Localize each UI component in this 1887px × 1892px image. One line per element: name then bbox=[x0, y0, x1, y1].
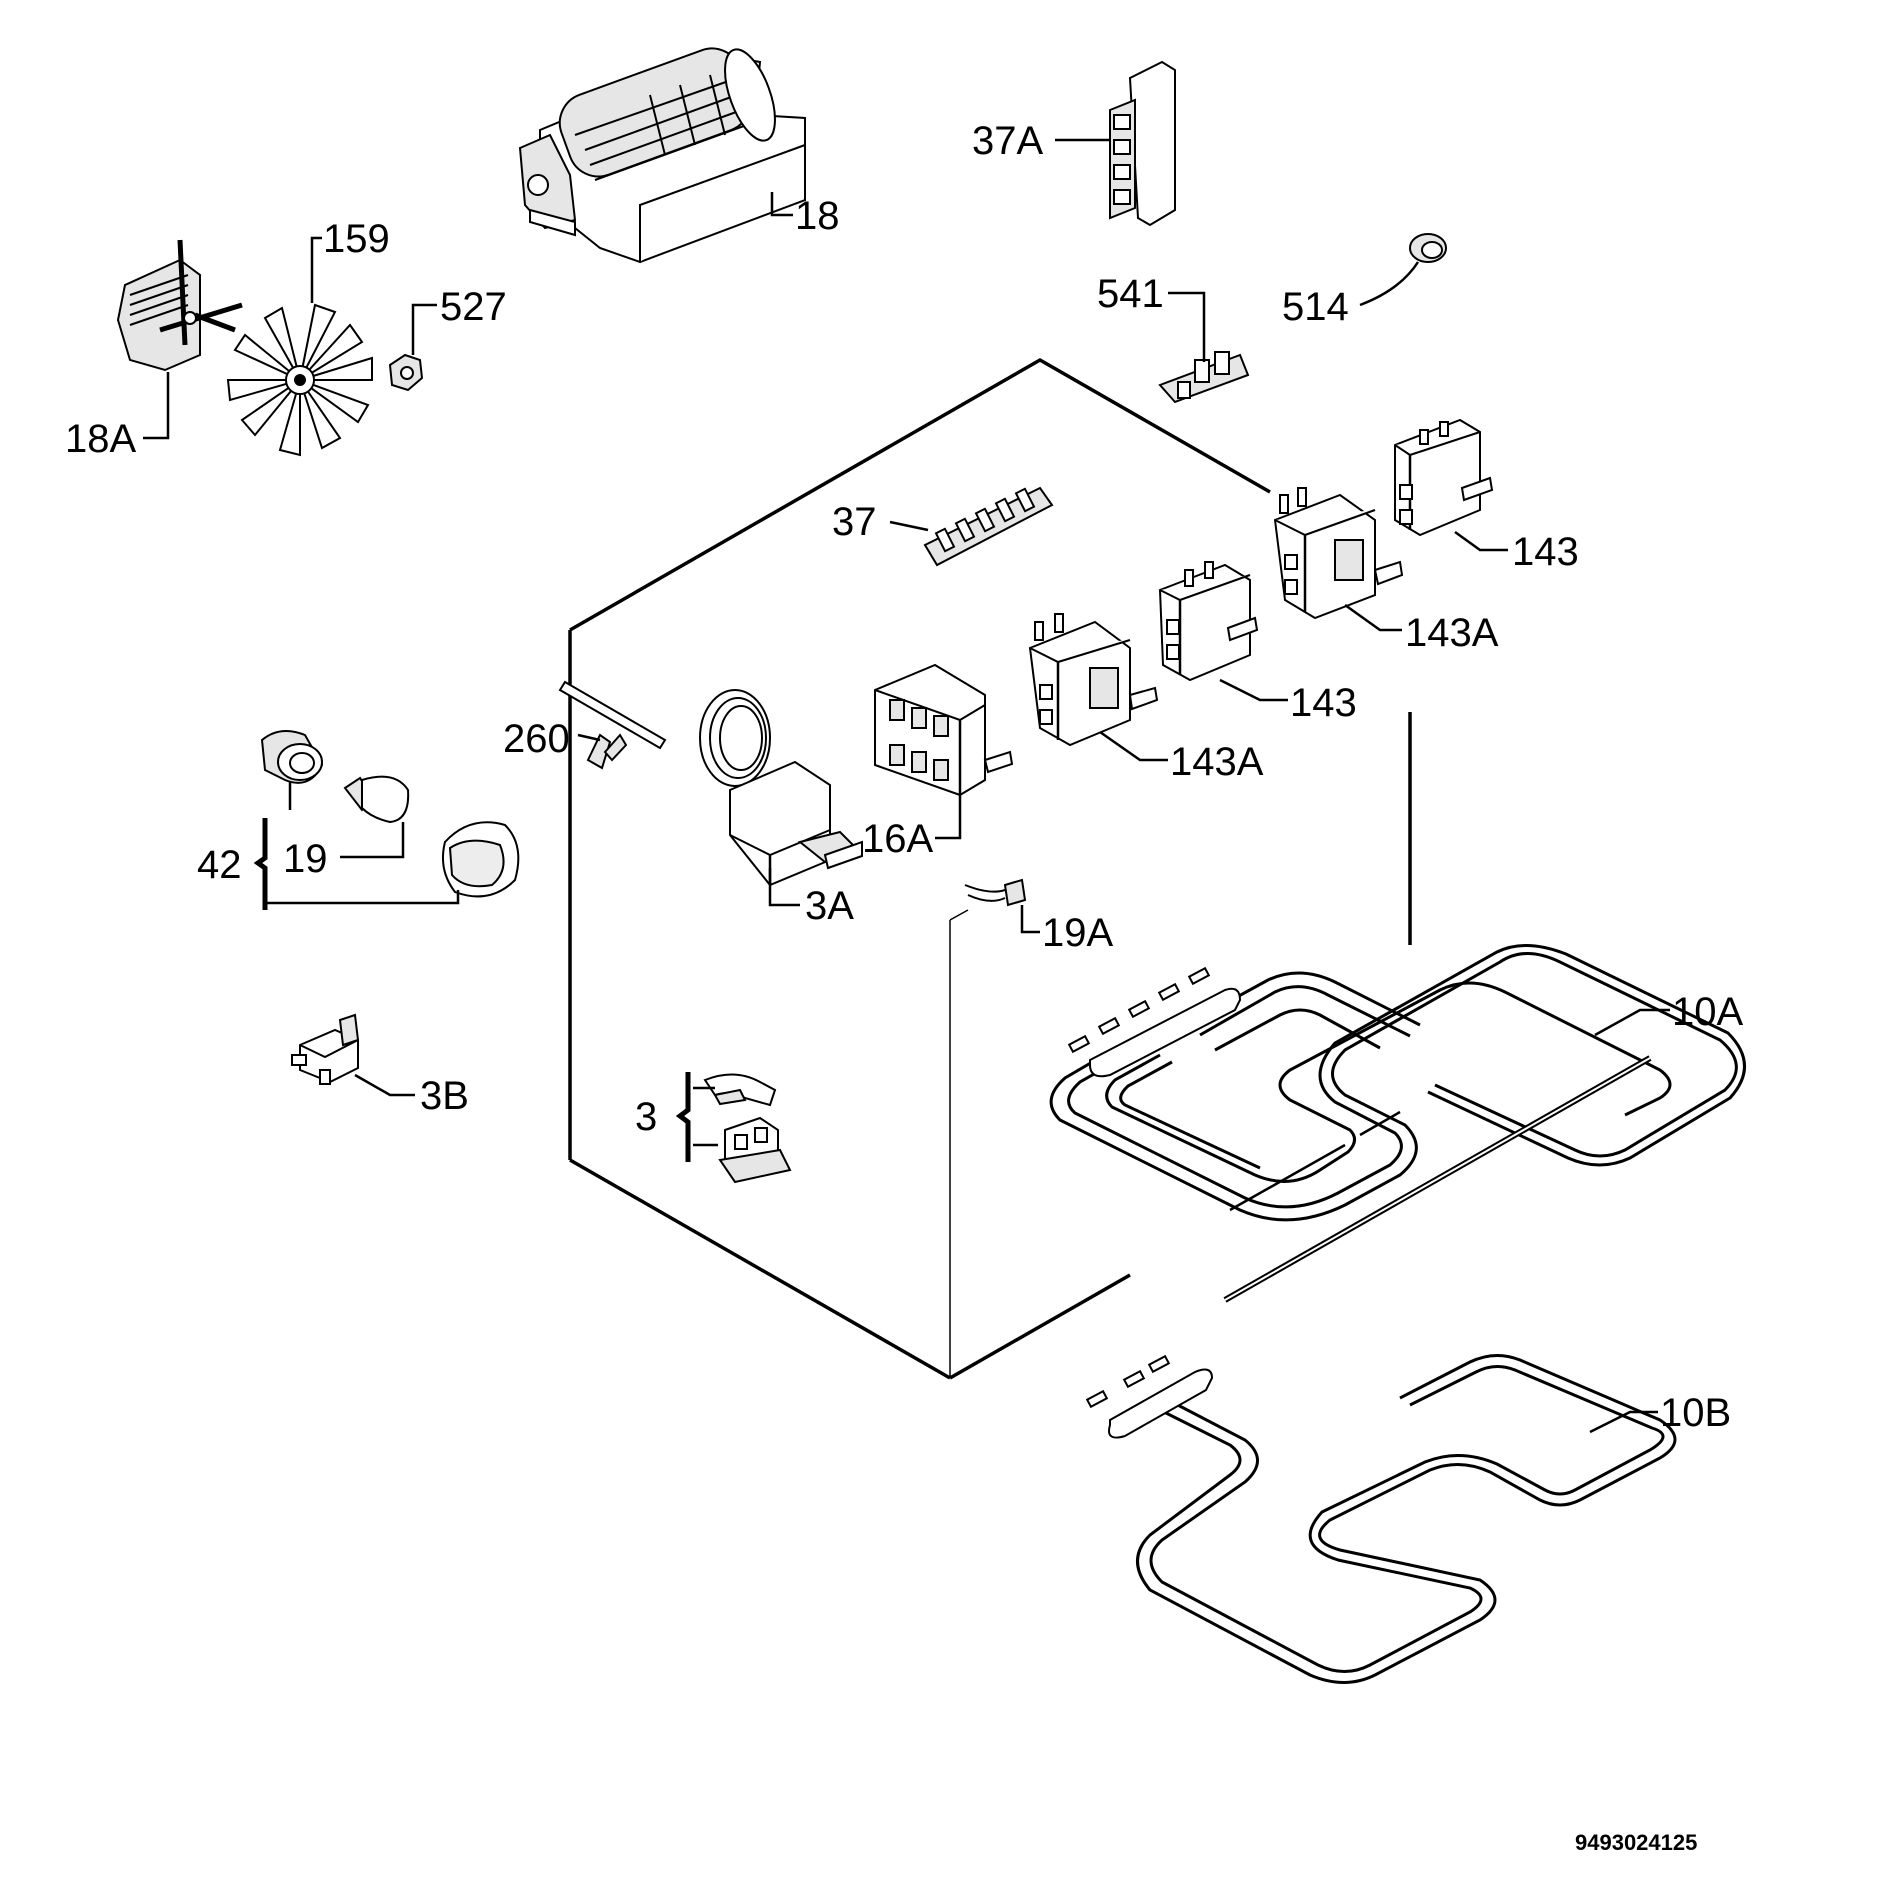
document-code: 9493024125 bbox=[1575, 1830, 1697, 1855]
fan-blade-part bbox=[226, 303, 373, 457]
leader-514 bbox=[1359, 261, 1420, 307]
nut-part bbox=[388, 353, 424, 392]
leader-143-lower bbox=[1219, 678, 1288, 702]
leader-37 bbox=[889, 520, 929, 532]
label-19: 19 bbox=[283, 837, 328, 881]
label-3: 3 bbox=[635, 1095, 657, 1139]
label-527: 527 bbox=[440, 285, 507, 329]
selector-switch-part bbox=[874, 663, 1014, 797]
leader-10b bbox=[1589, 1410, 1658, 1434]
leader-16a bbox=[935, 795, 962, 840]
energy-regulator-lower-part bbox=[1158, 561, 1259, 682]
terminal-block-part bbox=[923, 486, 1054, 567]
leader-143a-lower bbox=[1099, 730, 1168, 762]
label-18a: 18A bbox=[65, 417, 136, 461]
leader-260 bbox=[577, 733, 601, 742]
thermostat-clip-part bbox=[703, 1073, 777, 1107]
label-514: 514 bbox=[1282, 285, 1349, 329]
lamp-cover-part bbox=[442, 821, 520, 898]
energy-regulator-upper-part bbox=[1394, 418, 1494, 537]
label-3a: 3A bbox=[805, 884, 854, 928]
leader-143-upper bbox=[1454, 530, 1508, 552]
safety-thermostat-part bbox=[291, 1013, 360, 1085]
label-16a: 16A bbox=[862, 817, 933, 861]
leader-19a bbox=[1020, 905, 1040, 934]
label-260: 260 bbox=[503, 717, 570, 761]
label-37a: 37A bbox=[972, 119, 1043, 163]
connector-part bbox=[1158, 351, 1250, 404]
bracket-42 bbox=[253, 818, 268, 910]
lamp-socket-part bbox=[260, 730, 324, 784]
sensor-connector-part bbox=[964, 878, 1027, 907]
label-3b: 3B bbox=[420, 1074, 469, 1118]
leader-19 bbox=[340, 822, 405, 859]
label-541: 541 bbox=[1097, 272, 1164, 316]
label-143-lower: 143 bbox=[1290, 681, 1357, 725]
energy-switch-upper-part bbox=[1273, 487, 1404, 620]
leader-18a bbox=[143, 372, 170, 440]
leader-3b bbox=[354, 1073, 415, 1097]
sensor-clip-part bbox=[586, 733, 628, 770]
bracket-3 bbox=[675, 1072, 691, 1162]
lamp-bulb-part bbox=[343, 775, 410, 824]
leader-541 bbox=[1168, 291, 1206, 362]
leader-10a bbox=[1594, 1008, 1670, 1037]
label-143a-upper: 143A bbox=[1405, 611, 1499, 655]
thermostat-body-part bbox=[718, 1116, 792, 1184]
label-10a: 10A bbox=[1672, 990, 1743, 1034]
bottom-heating-element-part bbox=[1085, 1354, 1677, 1684]
grill-heating-element-part bbox=[1049, 943, 1746, 1303]
terminal-bar-part bbox=[1109, 60, 1176, 227]
leader-143a-upper bbox=[1344, 603, 1402, 632]
leader-42-cover bbox=[265, 890, 460, 905]
label-10b: 10B bbox=[1660, 1391, 1731, 1435]
fan-motor-part bbox=[116, 239, 243, 372]
thermostat-part bbox=[558, 680, 863, 887]
label-159: 159 bbox=[323, 217, 390, 261]
label-19a: 19A bbox=[1042, 911, 1113, 955]
tangential-fan-part bbox=[518, 47, 806, 264]
leader-159 bbox=[310, 236, 322, 303]
label-18: 18 bbox=[795, 194, 840, 238]
lamp-holder-small-part bbox=[1409, 233, 1447, 263]
oven-cavity-outline bbox=[568, 357, 1412, 1380]
leader-18 bbox=[770, 192, 793, 217]
leader-3a bbox=[768, 868, 800, 907]
label-143a-lower: 143A bbox=[1170, 740, 1264, 784]
leader-527 bbox=[411, 303, 437, 355]
energy-switch-lower-part bbox=[1028, 613, 1159, 747]
label-37: 37 bbox=[832, 500, 877, 544]
label-42: 42 bbox=[197, 843, 242, 887]
label-143-upper: 143 bbox=[1512, 530, 1579, 574]
